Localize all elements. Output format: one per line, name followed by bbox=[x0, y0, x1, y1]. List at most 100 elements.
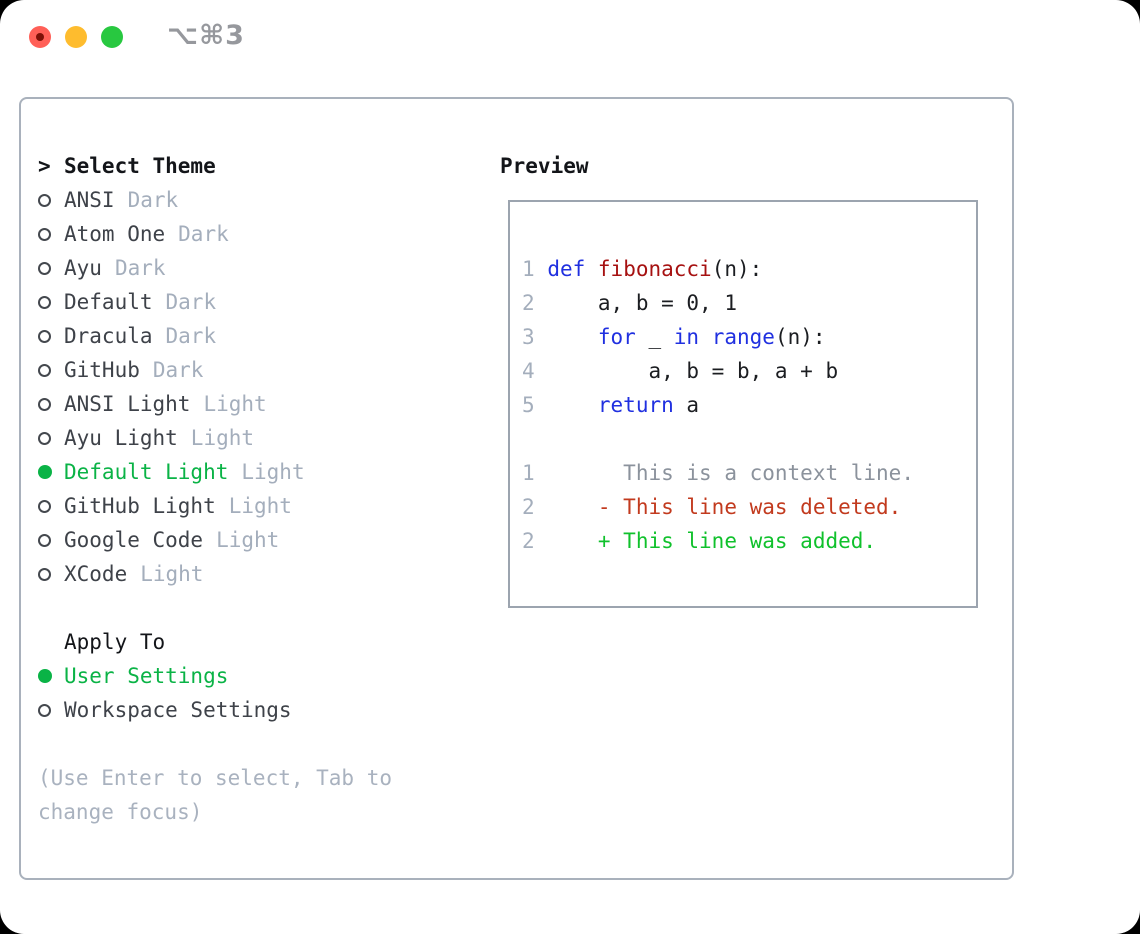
keyboard-hint: (Use Enter to select, Tab to change focu… bbox=[38, 766, 393, 824]
bullet-cell bbox=[38, 295, 64, 309]
code-token: (n): bbox=[774, 325, 826, 349]
unsaved-dot-icon bbox=[36, 33, 44, 41]
theme-variant-tag: Dark bbox=[114, 256, 166, 280]
code-token: (n): bbox=[711, 257, 763, 281]
bullet-cell bbox=[38, 533, 64, 547]
theme-variant-tag: Dark bbox=[127, 188, 179, 212]
theme-name: ANSI Light bbox=[64, 392, 191, 416]
bullet-cell bbox=[38, 363, 64, 377]
code-line: 1 This is a context line. bbox=[522, 456, 976, 490]
theme-option[interactable]: ANSI Dark bbox=[38, 183, 458, 217]
theme-option[interactable]: ANSI Light Light bbox=[38, 387, 458, 421]
code-line: 2 - This line was deleted. bbox=[522, 490, 976, 524]
line-number: 3 bbox=[522, 325, 535, 349]
theme-variant-tag: Light bbox=[228, 494, 292, 518]
theme-variant-tag: Light bbox=[203, 392, 267, 416]
bullet-cell bbox=[38, 329, 64, 343]
theme-option[interactable]: Ayu Light Light bbox=[38, 421, 458, 455]
code-preview: 1 def fibonacci(n): 2 a, b = 0, 1 3 for _ … bbox=[522, 252, 976, 558]
titlebar: ⌥⌘3 bbox=[0, 0, 1140, 74]
theme-variant-tag: Dark bbox=[152, 358, 204, 382]
code-token: + This line was added. bbox=[597, 529, 877, 553]
theme-name: Default bbox=[64, 290, 153, 314]
bullet-cell bbox=[38, 669, 64, 683]
theme-name: ANSI bbox=[64, 188, 115, 212]
theme-name: Dracula bbox=[64, 324, 153, 348]
close-button[interactable] bbox=[29, 26, 51, 48]
spacer bbox=[38, 591, 458, 625]
radio-icon bbox=[38, 227, 51, 241]
code-token: fibonacci bbox=[597, 257, 712, 281]
radio-icon bbox=[38, 363, 51, 377]
apply-to-option[interactable]: Workspace Settings bbox=[38, 693, 458, 727]
theme-option[interactable]: Atom One Dark bbox=[38, 217, 458, 251]
radio-icon bbox=[38, 329, 51, 343]
code-token bbox=[547, 495, 598, 519]
code-line: 1 def fibonacci(n): bbox=[522, 252, 976, 286]
theme-variant-tag: Dark bbox=[178, 222, 229, 246]
theme-option[interactable]: Ayu Dark bbox=[38, 251, 458, 285]
maximize-button[interactable] bbox=[101, 26, 123, 48]
theme-name: Atom One bbox=[64, 222, 166, 246]
code-token: _ bbox=[635, 325, 674, 349]
code-line: 4 a, b = b, a + b bbox=[522, 354, 976, 388]
code-token: range bbox=[711, 325, 775, 349]
line-number: 2 bbox=[522, 495, 535, 519]
apply-to-label: User Settings bbox=[64, 664, 229, 688]
theme-name: Google Code bbox=[64, 528, 204, 552]
theme-option[interactable]: Google Code Light bbox=[38, 523, 458, 557]
code-token bbox=[585, 257, 598, 281]
radio-selected-icon bbox=[38, 669, 52, 683]
radio-icon bbox=[38, 567, 51, 581]
line-number: 1 bbox=[522, 461, 535, 485]
theme-name: XCode bbox=[64, 562, 128, 586]
code-token: return bbox=[597, 393, 674, 417]
code-token bbox=[547, 393, 598, 417]
bullet-cell bbox=[38, 567, 64, 581]
theme-name: Ayu bbox=[64, 256, 102, 280]
theme-option[interactable]: Default Dark bbox=[38, 285, 458, 319]
bullet-cell bbox=[38, 397, 64, 411]
line-number: 2 bbox=[522, 291, 535, 315]
bullet-cell bbox=[38, 431, 64, 445]
code-token bbox=[547, 529, 598, 553]
selection-cursor: > bbox=[38, 154, 51, 178]
theme-variant-tag: Light bbox=[216, 528, 280, 552]
apply-to-header: Apply To bbox=[38, 625, 458, 659]
code-token bbox=[547, 461, 623, 485]
code-token: a, b = b, a + b bbox=[547, 359, 839, 383]
theme-list-header: > Select Theme bbox=[38, 149, 458, 183]
bullet-cell bbox=[38, 193, 64, 207]
theme-variant-tag: Light bbox=[190, 426, 255, 450]
code-line bbox=[522, 422, 976, 456]
minimize-button[interactable] bbox=[65, 26, 87, 48]
theme-name: Ayu Light bbox=[64, 426, 178, 450]
radio-icon bbox=[38, 499, 51, 513]
radio-icon bbox=[38, 533, 51, 547]
radio-icon bbox=[38, 295, 51, 309]
window-title: ⌥⌘3 bbox=[167, 20, 245, 51]
code-token: for bbox=[597, 325, 636, 349]
code-token bbox=[699, 325, 712, 349]
line-number: 4 bbox=[522, 359, 535, 383]
preview-title: Preview bbox=[500, 154, 589, 178]
code-line: 3 for _ in range(n): bbox=[522, 320, 976, 354]
bullet-cell bbox=[38, 703, 64, 717]
code-token: in bbox=[673, 325, 700, 349]
bullet-cell bbox=[38, 261, 64, 275]
code-token: a, b = 0, 1 bbox=[547, 291, 737, 315]
theme-variant-tag: Dark bbox=[165, 290, 217, 314]
apply-to-option[interactable]: User Settings bbox=[38, 659, 458, 693]
apply-to-label: Workspace Settings bbox=[64, 698, 292, 722]
bullet-cell bbox=[38, 465, 64, 479]
app-frame bbox=[19, 97, 1014, 880]
